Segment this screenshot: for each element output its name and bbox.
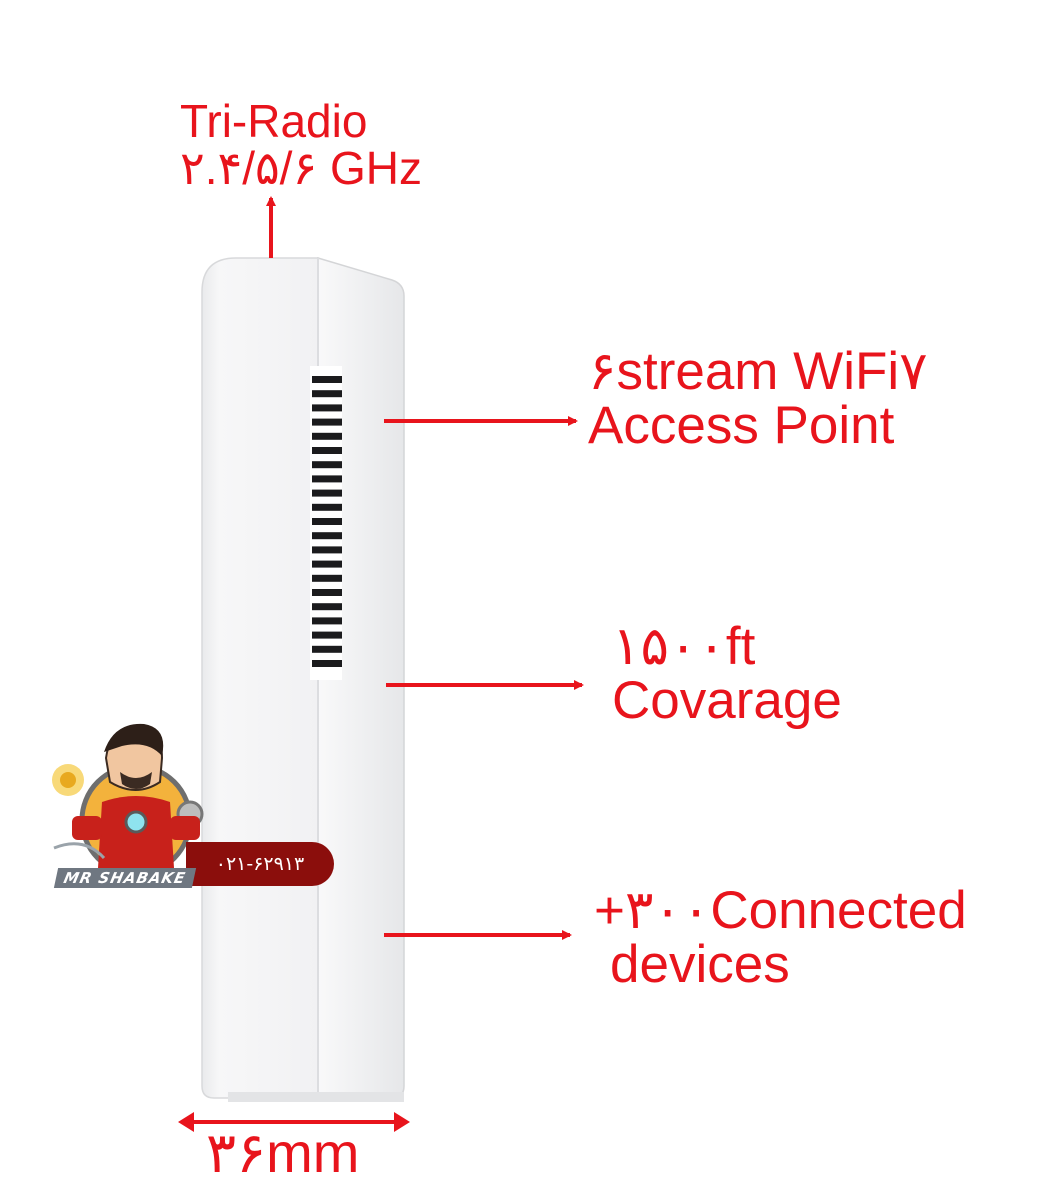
wifi-stream-title: ۶stream WiFi۷ [588, 342, 928, 401]
vent-slat [312, 447, 342, 454]
vent-slat [312, 645, 342, 653]
vent-slat [312, 617, 342, 625]
connected-devices-text: devices [610, 935, 790, 995]
vent-slat [312, 503, 342, 511]
vent-slat [312, 390, 342, 398]
vent-slat [312, 560, 342, 568]
vent-slat [312, 475, 342, 483]
connected-devices-title: +۳۰۰Connected [594, 881, 967, 940]
coverage-value: ۱۵۰۰ft [612, 617, 756, 676]
cartoon-mascot-icon [52, 723, 204, 877]
vent-grille [310, 366, 342, 680]
watermark-phone: ۰۲۱-۶۲۹۱۳ [215, 853, 305, 875]
vent-slat [312, 404, 342, 412]
wifi-stream-label: ۶stream WiFi۷ Access Point [588, 342, 928, 456]
vent-slat [312, 574, 342, 582]
tri-radio-title: Tri-Radio [180, 95, 368, 147]
access-point-device [201, 256, 405, 1102]
vent-slat [312, 432, 342, 440]
coverage-text: Covarage [612, 671, 842, 731]
tri-radio-bands: ۲.۴/۵/۶ GHz [180, 141, 422, 194]
vent-slat [312, 589, 342, 596]
vent-slat [312, 418, 342, 426]
device-front-panel [201, 257, 319, 1099]
width-dimension-arrow [178, 1112, 410, 1132]
vent-slat [312, 660, 342, 667]
vent-slat [312, 546, 342, 554]
coverage-label: ۱۵۰۰ft Covarage [612, 617, 842, 731]
vent-slat [312, 532, 342, 540]
connected-devices-label: +۳۰۰Connected devices [594, 881, 967, 995]
vent-slat [312, 376, 342, 383]
vent-slat [312, 603, 342, 611]
tri-radio-label: Tri-Radio ۲.۴/۵/۶ GHz [180, 98, 422, 192]
access-point-text: Access Point [588, 396, 895, 456]
width-label: ۳۶mm [206, 1121, 360, 1184]
vent-slat [312, 489, 342, 497]
vent-slat [312, 461, 342, 469]
vent-slat [312, 518, 342, 525]
vent-slat [312, 631, 342, 639]
watermark-brand: MR SHABAKE [53, 868, 196, 888]
watermark-phone-badge: ۰۲۱-۶۲۹۱۳ [186, 842, 334, 886]
